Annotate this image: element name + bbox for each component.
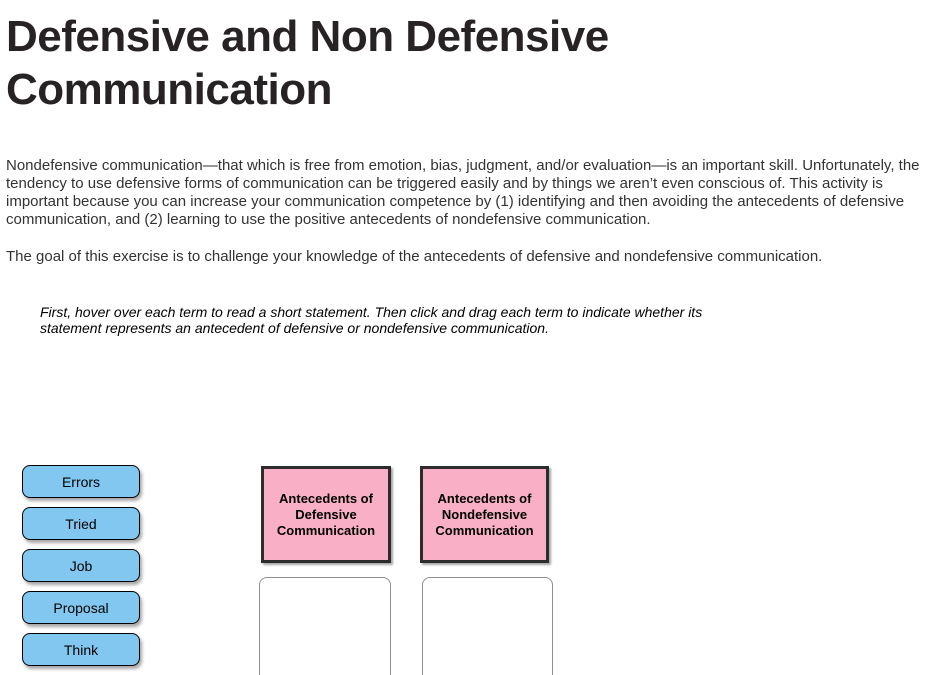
terms-column: Errors Tried Job Proposal Think — [22, 465, 140, 675]
term-button-job[interactable]: Job — [22, 549, 140, 582]
term-button-tried[interactable]: Tried — [22, 507, 140, 540]
goal-paragraph: The goal of this exercise is to challeng… — [6, 248, 823, 265]
page-title: Defensive and Non Defensive Communicatio… — [6, 12, 609, 114]
intro-paragraph: Nondefensive communication—that which is… — [6, 157, 920, 228]
instructions-text: First, hover over each term to read a sh… — [40, 304, 703, 336]
term-button-errors[interactable]: Errors — [22, 465, 140, 498]
term-button-proposal[interactable]: Proposal — [22, 591, 140, 624]
dropzone-defensive[interactable] — [259, 577, 391, 675]
term-button-think[interactable]: Think — [22, 633, 140, 666]
category-header-defensive: Antecedents of Defensive Communication — [261, 466, 391, 563]
dropzone-nondefensive[interactable] — [422, 577, 553, 675]
category-header-nondefensive: Antecedents of Nondefensive Communicatio… — [420, 466, 549, 563]
